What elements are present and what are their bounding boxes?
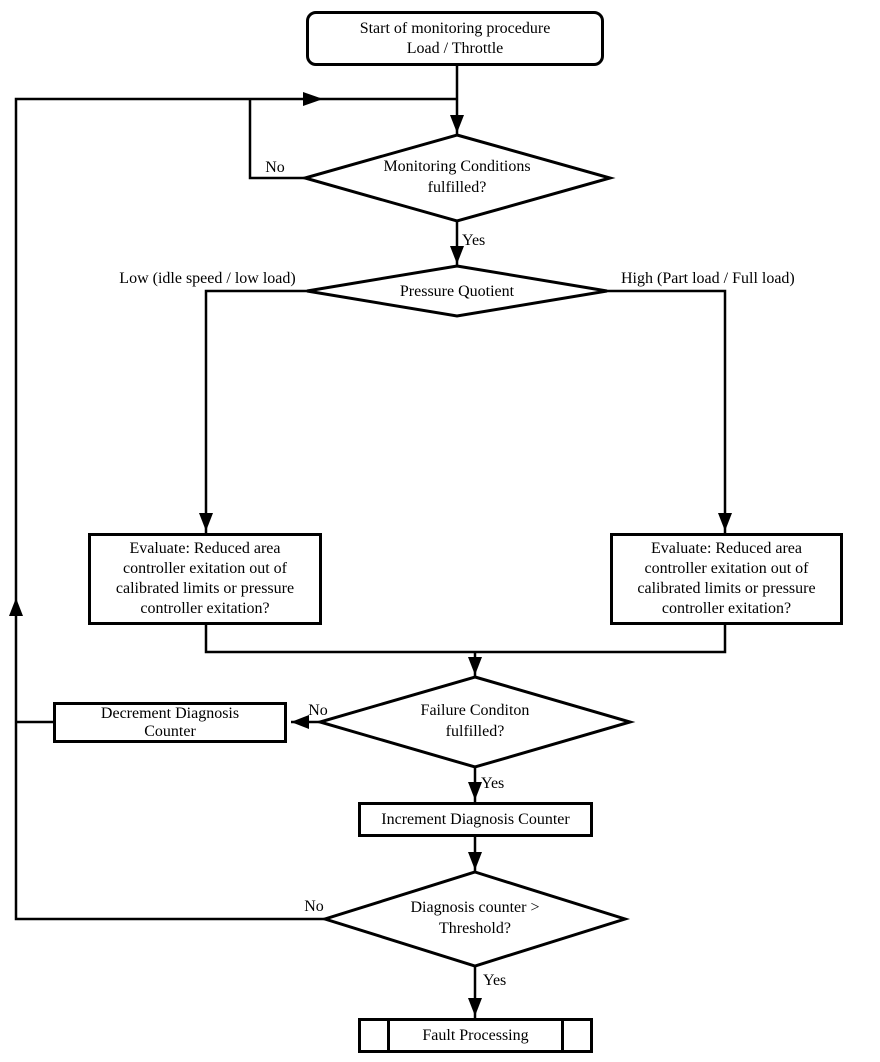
connector-lines <box>14 66 727 1018</box>
fault-processing-node: Fault Processing <box>358 1018 593 1053</box>
evaluate-high-node-label: Evaluate: Reduced area controller exitat… <box>637 540 816 617</box>
edge-quotient-low <box>204 289 307 533</box>
arrowhead-right-icon <box>303 92 323 106</box>
edge-monitoring-no-loop <box>248 99 305 180</box>
label-failure-yes: Yes <box>481 775 505 792</box>
evaluate-low-node: Evaluate: Reduced area controller exitat… <box>88 533 322 625</box>
arrowhead-down-icon <box>468 852 482 870</box>
label-monitoring-yes: Yes <box>462 232 486 249</box>
pressure-quotient-label: Pressure Quotient <box>399 283 515 300</box>
fault-processing-node-label: Fault Processing <box>422 1026 529 1044</box>
counter-threshold-label: Diagnosis counter > Threshold? <box>410 899 540 937</box>
evaluate-high-node: Evaluate: Reduced area controller exitat… <box>610 533 843 625</box>
start-node-label: Start of monitoring procedure Load / Thr… <box>359 19 551 57</box>
arrowhead-left-icon <box>291 715 309 729</box>
failure-condition-label: Failure Conditon fulfilled? <box>420 702 530 740</box>
monitoring-conditions-diamond <box>299 133 616 223</box>
predefined-process-bar-right <box>561 1021 564 1050</box>
increment-counter-node: Increment Diagnosis Counter <box>358 802 593 837</box>
decrement-counter-node: Decrement Diagnosis Counter <box>53 702 287 743</box>
arrowhead-down-icon <box>468 998 482 1016</box>
label-quotient-low: Low (idle speed / low load) <box>119 270 296 287</box>
decrement-counter-node-label: Decrement Diagnosis Counter <box>100 704 240 740</box>
edge-left-return-loop <box>14 97 457 921</box>
start-node: Start of monitoring procedure Load / Thr… <box>306 11 604 66</box>
increment-counter-node-label: Increment Diagnosis Counter <box>381 810 570 828</box>
edge-quotient-high <box>607 289 727 533</box>
arrowhead-down-icon <box>450 246 464 264</box>
arrowhead-up-icon <box>9 598 23 616</box>
label-quotient-high: High (Part load / Full load) <box>621 270 795 287</box>
failure-condition-diamond <box>314 675 636 769</box>
arrowhead-down-icon <box>450 115 464 133</box>
arrowhead-down-icon <box>718 513 732 531</box>
monitoring-conditions-label: Monitoring Conditions fulfilled? <box>383 158 531 196</box>
arrowhead-down-icon <box>468 782 482 800</box>
label-threshold-yes: Yes <box>483 972 507 989</box>
evaluate-low-node-label: Evaluate: Reduced area controller exitat… <box>115 540 295 617</box>
label-threshold-no: No <box>304 898 324 915</box>
counter-threshold-diamond <box>319 870 631 968</box>
decision-diamonds <box>299 133 636 968</box>
edge-evaluate-merge <box>204 625 727 654</box>
arrowheads <box>9 92 732 1016</box>
label-failure-no: No <box>308 702 328 719</box>
arrowhead-down-icon <box>199 513 213 531</box>
arrowhead-down-icon <box>468 657 482 675</box>
label-monitoring-no: No <box>265 159 285 176</box>
predefined-process-bar-left <box>387 1021 390 1050</box>
pressure-quotient-diamond <box>306 264 608 318</box>
